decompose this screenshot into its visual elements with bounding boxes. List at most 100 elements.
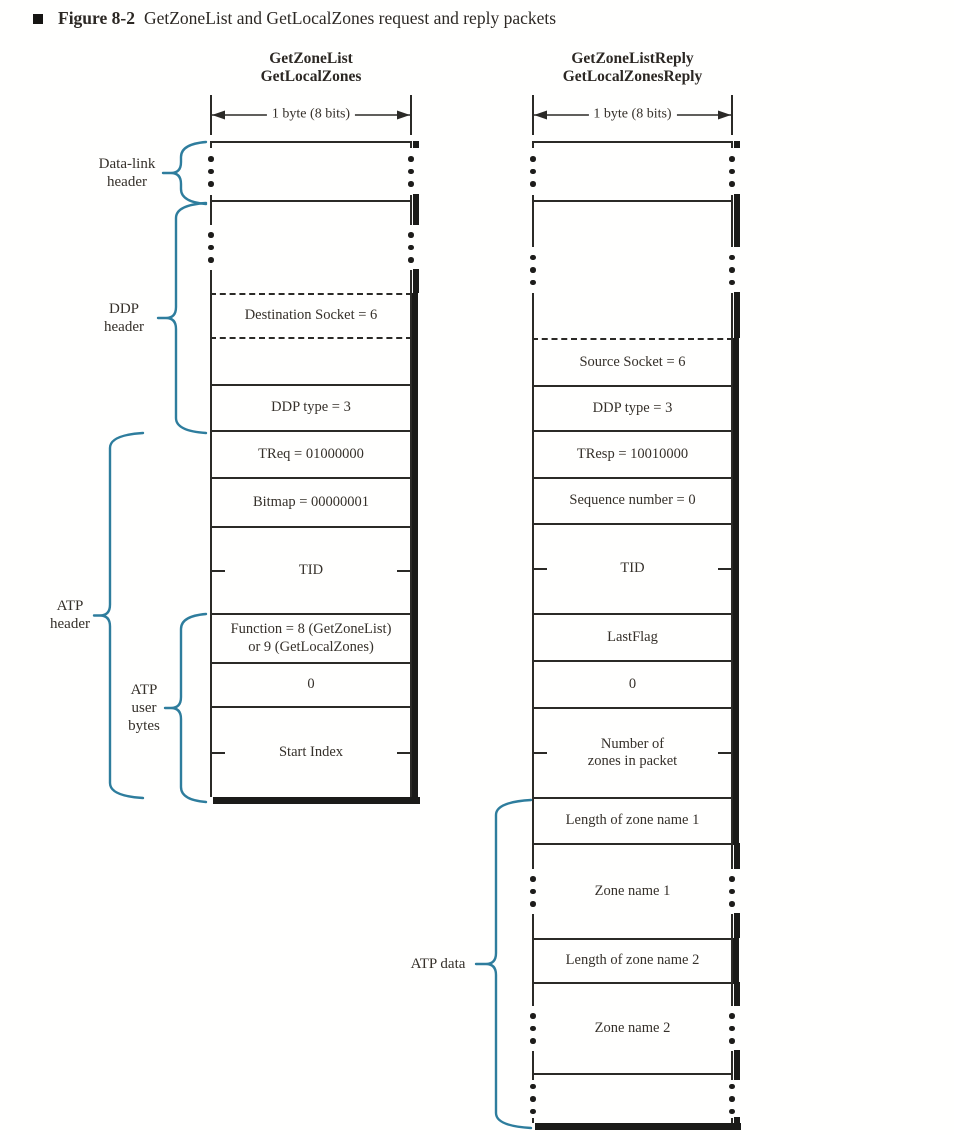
field-label: Function = 8 (GetZoneList)or 9 (GetLocal… (230, 621, 392, 655)
ellipsis-dots-icon (729, 845, 735, 938)
figure-number: Figure 8-2 (58, 8, 135, 28)
variable-length-section (208, 200, 419, 293)
dot-icon (530, 1038, 536, 1044)
dot-icon (208, 232, 214, 238)
ellipsis-dots-icon (408, 143, 414, 200)
shadow-segment (412, 477, 418, 528)
field-0: 0 (532, 660, 739, 709)
shadow-segment (733, 938, 739, 984)
label-atp-data: ATP data (410, 956, 466, 972)
field-label: TReq = 01000000 (258, 445, 364, 462)
dot-icon (729, 279, 735, 286)
ellipsis-dots-icon (208, 143, 214, 200)
dot-icon (530, 1108, 536, 1115)
byte-boundary-tick (397, 569, 410, 572)
request-byte-width-arrow: 1 byte (8 bits) (210, 93, 412, 137)
field-label: TID (620, 560, 645, 577)
dot-icon (729, 1108, 735, 1115)
field-label: DDP type = 3 (592, 399, 673, 416)
field-zone-name-1: Zone name 1 (530, 843, 740, 938)
field-label: Source Socket = 6 (579, 353, 686, 370)
byte-width-label: 1 byte (8 bits) (266, 106, 356, 123)
packet-bottom-shadow (535, 1123, 741, 1130)
field-label: Zone name 1 (594, 882, 671, 899)
reply-byte-width-arrow: 1 byte (8 bits) (532, 93, 733, 137)
atp-header-brace-icon (92, 431, 145, 800)
shadow-segment (412, 706, 418, 799)
shadow-segment (733, 523, 739, 615)
dot-icon (408, 168, 414, 175)
dot-icon (729, 1038, 735, 1044)
data-link-header-brace-icon (161, 140, 208, 206)
shadow-segment (733, 430, 739, 479)
dot-icon (208, 181, 214, 187)
byte-boundary-tick (718, 752, 731, 754)
field-zone-name-2: Zone name 2 (530, 982, 740, 1073)
shadow-segment (734, 200, 740, 247)
shadow-segment (734, 1050, 740, 1073)
dot-icon (530, 888, 536, 895)
variable-length-section (530, 1073, 740, 1123)
shadow-segment (412, 613, 418, 664)
byte-boundary-tick (534, 752, 547, 754)
variable-length-section (530, 200, 740, 338)
field-length-of-zone-name-2: Length of zone name 2 (532, 938, 739, 984)
variable-length-section (530, 141, 740, 200)
ellipsis-dots-icon (729, 984, 735, 1073)
dot-icon (530, 156, 536, 162)
field-source-socket-6: Source Socket = 6 (532, 338, 739, 387)
reply-packet-title: GetZoneListReply GetLocalZonesReply (532, 50, 733, 85)
field-label: DDP type = 3 (271, 399, 351, 416)
variable-length-section (210, 337, 418, 386)
reply-title-line2: GetLocalZonesReply (562, 67, 703, 85)
dot-icon (729, 876, 735, 882)
field-tid: TID (532, 523, 739, 615)
dot-icon (729, 254, 735, 261)
shadow-segment (733, 385, 739, 432)
dot-icon (729, 168, 735, 175)
shadow-segment (734, 1073, 740, 1080)
shadow-segment (734, 913, 740, 938)
byte-width-arrow-icon (532, 95, 733, 135)
shadow-segment (733, 613, 739, 662)
dot-icon (530, 254, 536, 261)
field-tresp-10010000: TResp = 10010000 (532, 430, 739, 479)
request-packet-title: GetZoneList GetLocalZones (211, 50, 411, 85)
field-treq-01000000: TReq = 01000000 (210, 430, 418, 479)
dot-icon (729, 1013, 735, 1019)
field-length-of-zone-name-1: Length of zone name 1 (532, 797, 739, 845)
shadow-segment (413, 141, 419, 148)
dot-icon (208, 257, 214, 263)
field-label: Start Index (278, 743, 344, 760)
dot-icon (729, 1083, 735, 1090)
shadow-segment (413, 200, 419, 225)
field-label: LastFlag (607, 628, 658, 645)
shadow-segment (733, 707, 739, 799)
field-start-index: Start Index (210, 706, 418, 799)
request-title-line1: GetZoneList (269, 50, 353, 67)
field-sequence-number-0: Sequence number = 0 (532, 477, 739, 525)
field-lastflag: LastFlag (532, 613, 739, 662)
field-function-8-getzonelist: Function = 8 (GetZoneList)or 9 (GetLocal… (210, 613, 418, 664)
field-label: Zone name 2 (594, 1019, 671, 1036)
shadow-segment (412, 430, 418, 479)
packet-bottom-shadow (213, 797, 420, 804)
dot-icon (530, 168, 536, 175)
field-label: 0 (628, 675, 637, 692)
shadow-segment (412, 662, 418, 708)
field-bitmap-00000001: Bitmap = 00000001 (210, 477, 418, 528)
ellipsis-dots-icon (530, 143, 536, 200)
dot-icon (530, 1096, 536, 1102)
shadow-segment (412, 384, 418, 432)
shadow-segment (413, 194, 419, 200)
field-label: Length of zone name 1 (565, 812, 700, 829)
field-0: 0 (210, 662, 418, 708)
shadow-segment (412, 526, 418, 615)
byte-boundary-tick (212, 751, 225, 754)
